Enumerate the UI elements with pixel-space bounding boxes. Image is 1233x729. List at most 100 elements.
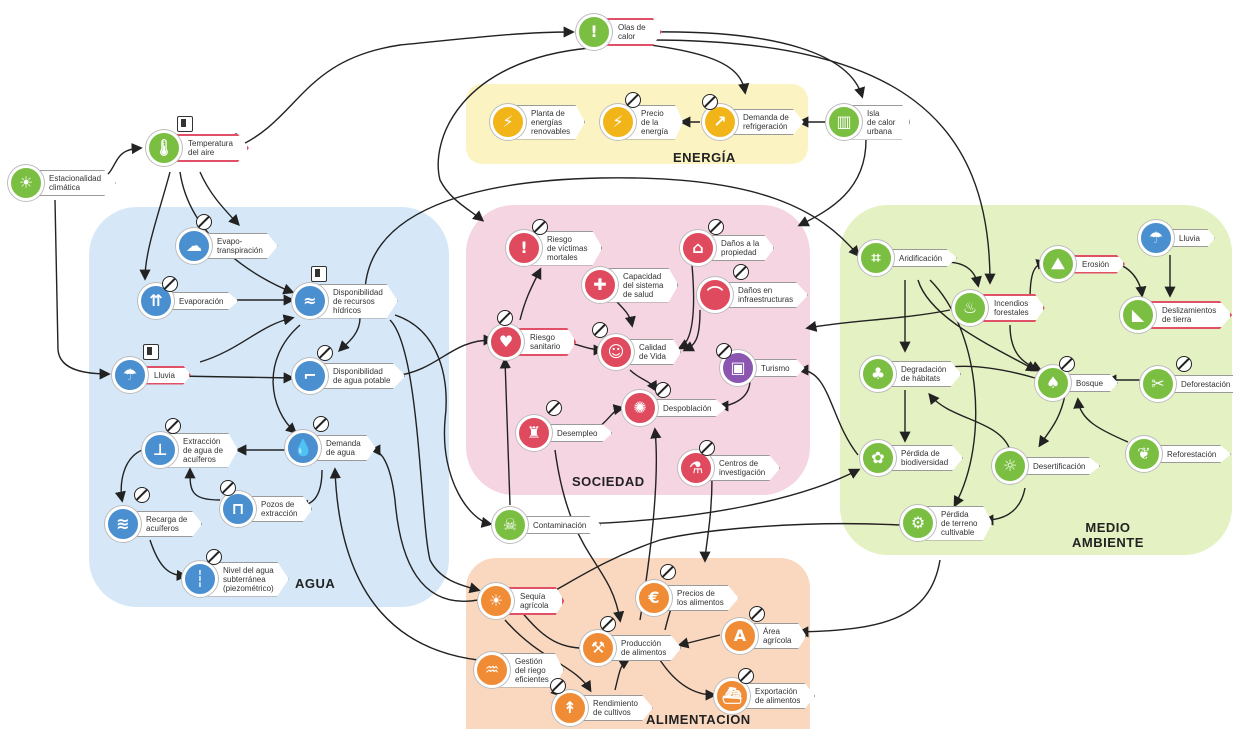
no-data-icon xyxy=(206,549,222,565)
edge-capacidad-calidad xyxy=(614,299,636,328)
node-disponibilidad-recursos-hidricos[interactable]: ≈ Disponibilidad de recursos hídricos xyxy=(292,283,398,319)
node-sequia-agricola[interactable]: ☀ Sequía agrícola xyxy=(478,583,565,619)
node-exportacion-de-alimentos[interactable]: ⛴ Exportación de alimentos xyxy=(714,678,816,714)
node-perdida-biodiversidad[interactable]: ✿ Pérdida de biodiversidad xyxy=(860,440,964,476)
node-label: Lluvia xyxy=(136,365,191,385)
node-olas-de-calor[interactable]: ! Olas de calor xyxy=(576,14,662,50)
water-wave-icon: ≈ xyxy=(292,283,328,319)
node-demanda-de-refrigeracion[interactable]: ↗ Demanda de refrigeración xyxy=(702,104,804,140)
node-area-agricola[interactable]: A Área agrícola xyxy=(722,618,807,654)
harvester-icon: ⚒ xyxy=(580,630,616,666)
lightning-icon: ⚡ xyxy=(490,104,526,140)
region-label-energia: ENERGÍA xyxy=(673,150,736,165)
node-bosque[interactable]: ♠ Bosque xyxy=(1035,365,1119,401)
node-danos-infraestructuras[interactable]: ⌒ Daños en infraestructuras xyxy=(697,277,809,313)
node-gestion-riego-eficientes[interactable]: ♒ Gestión del riego eficientes xyxy=(474,652,564,688)
region-label-medio-ambiente: MEDIO AMBIENTE xyxy=(1072,520,1144,550)
node-temperatura-del-aire[interactable]: 🌡 Temperatura del aire xyxy=(146,130,249,166)
edge-perdida-bio-turismo xyxy=(797,364,859,456)
landslide-icon: ◣ xyxy=(1120,297,1156,333)
house-fire-icon: ⌂ xyxy=(680,230,716,266)
node-contaminacion[interactable]: ☠ Contaminación xyxy=(492,507,602,543)
node-lluvia-agua[interactable]: ☂ Lluvia xyxy=(112,357,191,393)
node-degradacion-habitats[interactable]: ♣ Degradación de hábitats xyxy=(860,356,962,392)
node-label: Estacionalidad climática xyxy=(32,170,117,196)
node-isla-de-calor-urbana[interactable]: ▥ Isla de calor urbana xyxy=(826,104,911,140)
edge-estacionalidad-lluvia xyxy=(54,199,111,380)
node-riesgo-victimas-mortales[interactable]: ! Riesgo de víctimas mortales xyxy=(506,230,603,266)
node-label: Producción de alimentos xyxy=(604,635,682,661)
cloud-rain-icon: ☂ xyxy=(112,357,148,393)
sapling-icon: ❦ xyxy=(1126,436,1162,472)
drop-icon: 💧 xyxy=(285,430,321,466)
node-label: Capacidad del sistema de salud xyxy=(606,267,679,303)
node-erosion[interactable]: ⛰ Erosión xyxy=(1040,246,1126,282)
dry-field-icon: ☀ xyxy=(478,583,514,619)
desert-icon: ☼ xyxy=(992,448,1028,484)
node-label: Precios de los alimentos xyxy=(660,585,739,611)
node-label: Riesgo de víctimas mortales xyxy=(530,230,603,266)
node-desempleo[interactable]: ♜ Desempleo xyxy=(516,415,613,451)
edge-riesgo-victimas xyxy=(519,267,542,321)
node-label: Disponibilidad de recursos hídricos xyxy=(316,283,398,319)
node-demanda-de-agua[interactable]: 💧 Demanda de agua xyxy=(285,430,376,466)
field-icon: A xyxy=(722,618,758,654)
node-planta-energias-renovables[interactable]: ⚡ Planta de energías renovables xyxy=(490,104,586,140)
node-riesgo-sanitario[interactable]: ♥ Riesgo sanitario xyxy=(488,324,577,360)
edge-disp-demanda-agua xyxy=(272,324,301,434)
node-estacionalidad-climatica[interactable]: ☀ Estacionalidad climática xyxy=(8,165,117,201)
node-label: Pérdida de terreno cultivable xyxy=(924,505,993,541)
node-evaporacion[interactable]: ⇈ Evaporación xyxy=(138,283,239,319)
node-pozos-de-extraccion[interactable]: ⊓ Pozos de extracción xyxy=(220,491,313,527)
node-deforestacion[interactable]: ✂ Deforestación xyxy=(1140,366,1233,402)
skull-icon: ☠ xyxy=(492,507,528,543)
no-data-icon xyxy=(220,480,236,496)
node-produccion-de-alimentos[interactable]: ⚒ Producción de alimentos xyxy=(580,630,682,666)
node-capacidad-sistema-salud[interactable]: ✚ Capacidad del sistema de salud xyxy=(582,267,679,303)
sun-cloud-icon: ☀ xyxy=(8,165,44,201)
worker-icon: ♜ xyxy=(516,415,552,451)
node-lluvia-medio-ambiente[interactable]: ☂ Lluvia xyxy=(1138,220,1215,256)
warning-icon: ! xyxy=(506,230,542,266)
node-precios-de-los-alimentos[interactable]: € Precios de los alimentos xyxy=(636,580,739,616)
city-icon: ▥ xyxy=(826,104,862,140)
node-extraccion-agua-acuiferos[interactable]: ⊥ Extracción de agua de acuíferos xyxy=(142,432,239,468)
node-danos-a-la-propiedad[interactable]: ⌂ Daños a la propiedad xyxy=(680,230,775,266)
bridge-icon: ⌒ xyxy=(697,277,733,313)
node-incendios-forestales[interactable]: ♨ Incendios forestales xyxy=(952,290,1045,326)
no-data-icon xyxy=(550,678,566,694)
node-label: Despoblación xyxy=(646,399,727,417)
node-nivel-agua-subterranea[interactable]: ┆ Nivel del agua subterránea (piezométri… xyxy=(182,561,289,597)
node-label: Evapo- transpiración xyxy=(200,233,278,259)
node-recarga-de-acuiferos[interactable]: ≋ Recarga de acuíferos xyxy=(105,506,203,542)
node-label: Demanda de agua xyxy=(309,435,376,461)
no-data-icon xyxy=(716,343,732,359)
node-label: Extracción de agua de acuíferos xyxy=(166,432,239,468)
no-data-icon xyxy=(317,345,333,361)
edge-calidad-despoblacion xyxy=(629,369,658,393)
node-disponibilidad-agua-potable[interactable]: ⌐ Disponibilidad de agua potable xyxy=(292,358,406,394)
node-perdida-terreno-cultivable[interactable]: ⚙ Pérdida de terreno cultivable xyxy=(900,505,993,541)
node-desertificacion[interactable]: ☼ Desertificación xyxy=(992,448,1101,484)
node-aridificacion[interactable]: ⌗ Aridificación xyxy=(858,240,958,276)
node-rendimiento-de-cultivos[interactable]: ↟ Rendimiento de cultivos xyxy=(552,690,653,726)
node-turismo[interactable]: ▣ Turismo xyxy=(720,350,805,386)
node-precio-de-la-energia[interactable]: ⚡ Precio de la energía xyxy=(600,104,684,140)
node-evapotranspiracion[interactable]: ☁ Evapo- transpiración xyxy=(176,228,278,264)
no-data-icon xyxy=(699,440,715,456)
edge-contaminacion-riesgo xyxy=(499,357,511,506)
edge-temperatura-evaporacion xyxy=(139,171,171,281)
edge-temperatura-evapotranspiracion xyxy=(199,171,240,227)
edge-contaminacion-perdida xyxy=(579,468,861,525)
edge-incendios-sociedad xyxy=(805,309,951,332)
node-deslizamientos-de-tierra[interactable]: ◣ Deslizamientos de tierra xyxy=(1120,297,1233,333)
ship-icon: ⛴ xyxy=(714,678,750,714)
erosion-icon: ⛰ xyxy=(1040,246,1076,282)
node-calidad-de-vida[interactable]: ☺ Calidad de Vida xyxy=(598,334,682,370)
node-centros-investigacion[interactable]: ⚗ Centros de investigación xyxy=(678,450,781,486)
node-reforestacion[interactable]: ❦ Reforestación xyxy=(1126,436,1232,472)
well-icon: ⊥ xyxy=(142,432,178,468)
node-label: Daños en infraestructuras xyxy=(721,282,809,308)
node-label: Contaminación xyxy=(516,516,602,534)
node-despoblacion[interactable]: ✺ Despoblación xyxy=(622,390,727,426)
